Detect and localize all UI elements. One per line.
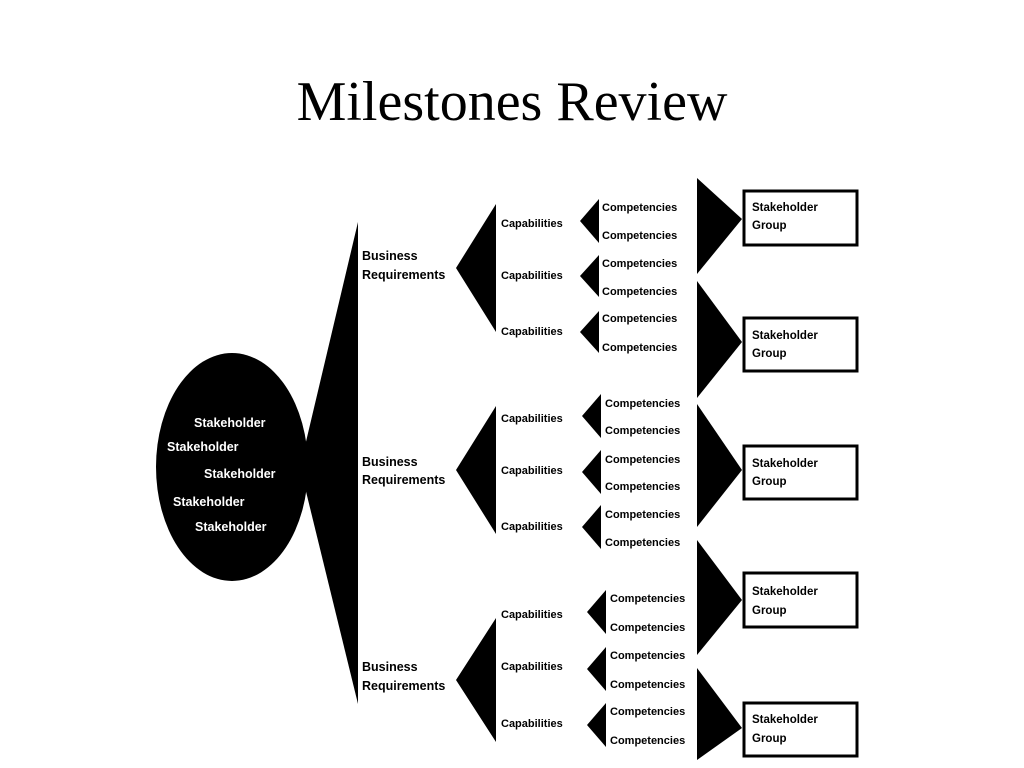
stakeholder-label: Stakeholder: [173, 495, 245, 509]
business-requirements-label: Requirements: [362, 268, 445, 282]
capabilities-arrow: [587, 590, 606, 634]
stakeholder-label: Stakeholder: [204, 467, 276, 481]
stakeholder-group-label: Stakeholder: [752, 586, 818, 598]
stakeholder-group-box: [742, 701, 859, 758]
competencies-label: Competencies: [610, 650, 685, 662]
stakeholder-group-label: Stakeholder: [752, 458, 818, 470]
business-requirements-fan: [456, 406, 496, 534]
capabilities-arrow: [582, 394, 601, 438]
capabilities-arrow: [582, 450, 601, 494]
stakeholder-group-arrow: [697, 540, 742, 655]
business-requirements-label: Business: [362, 660, 418, 674]
business-requirements-label: Business: [362, 249, 418, 263]
capabilities-label: Capabilities: [501, 270, 563, 282]
competencies-label: Competencies: [610, 706, 685, 718]
competencies-label: Competencies: [605, 398, 680, 410]
business-requirements-label: Business: [362, 455, 418, 469]
capabilities-label: Capabilities: [501, 218, 563, 230]
competencies-label: Competencies: [605, 509, 680, 521]
competencies-label: Competencies: [605, 454, 680, 466]
stakeholder-group-label: Group: [752, 220, 787, 232]
stakeholder-group-arrow: [697, 668, 742, 760]
competencies-label: Competencies: [602, 230, 677, 242]
stakeholder-group-label: Stakeholder: [752, 330, 818, 342]
capabilities-label: Capabilities: [501, 609, 563, 621]
stakeholders-ellipse: [156, 353, 308, 581]
stakeholder-group-label: Group: [752, 476, 787, 488]
stakeholder-fan-connector: [300, 222, 358, 704]
competencies-label: Competencies: [610, 735, 685, 747]
business-requirements-label: Requirements: [362, 473, 445, 487]
stakeholder-label: Stakeholder: [194, 416, 266, 430]
stakeholder-group-label: Group: [752, 348, 787, 360]
competencies-label: Competencies: [610, 679, 685, 691]
competencies-label: Competencies: [605, 425, 680, 437]
competencies-label: Competencies: [602, 202, 677, 214]
stakeholder-group-box: [742, 444, 859, 501]
competencies-label: Competencies: [602, 313, 677, 325]
slide-title: Milestones Review: [296, 71, 728, 133]
business-requirements-label: Requirements: [362, 679, 445, 693]
capabilities-arrow: [580, 199, 599, 243]
competencies-label: Competencies: [610, 622, 685, 634]
stakeholder-group-arrow: [697, 281, 742, 398]
capabilities-arrow: [587, 703, 606, 747]
stakeholder-label: Stakeholder: [195, 520, 267, 534]
capabilities-arrow: [580, 255, 599, 297]
capabilities-label: Capabilities: [501, 718, 563, 730]
stakeholder-group-box: [742, 189, 859, 247]
stakeholder-group-arrow: [697, 404, 742, 527]
competencies-label: Competencies: [605, 481, 680, 493]
capabilities-arrow: [580, 311, 599, 353]
stakeholder-group-box: [742, 316, 859, 373]
competencies-label: Competencies: [602, 258, 677, 270]
stakeholder-group-label: Stakeholder: [752, 714, 818, 726]
stakeholder-group-label: Group: [752, 733, 787, 745]
stakeholder-group-label: Stakeholder: [752, 202, 818, 214]
capabilities-label: Capabilities: [501, 413, 563, 425]
capabilities-label: Capabilities: [501, 326, 563, 338]
competencies-label: Competencies: [605, 537, 680, 549]
competencies-label: Competencies: [602, 342, 677, 354]
capabilities-label: Capabilities: [501, 661, 563, 673]
stakeholder-group-box: [742, 571, 859, 629]
business-requirements-fan: [456, 618, 496, 742]
stakeholder-group-arrow: [697, 178, 742, 274]
business-requirements-fan: [456, 204, 496, 332]
capabilities-label: Capabilities: [501, 521, 563, 533]
competencies-label: Competencies: [610, 593, 685, 605]
capabilities-arrow: [582, 505, 601, 549]
capabilities-label: Capabilities: [501, 465, 563, 477]
stakeholder-group-label: Group: [752, 605, 787, 617]
stakeholder-label: Stakeholder: [167, 440, 239, 454]
competencies-label: Competencies: [602, 286, 677, 298]
capabilities-arrow: [587, 647, 606, 691]
